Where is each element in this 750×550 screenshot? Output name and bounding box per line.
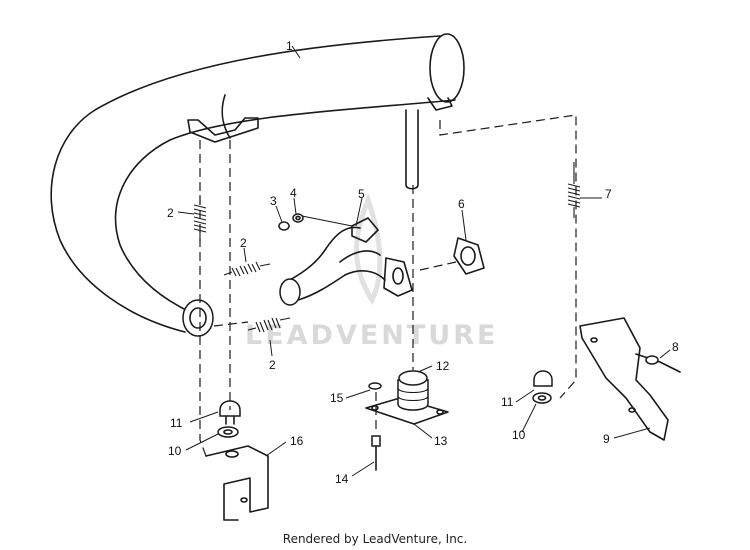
- alignment-lines: [199, 114, 577, 457]
- callout-4: 4: [290, 186, 297, 200]
- center-mount: [365, 370, 449, 471]
- callout-11-left: 11: [170, 416, 183, 430]
- callout-11-right: 11: [501, 395, 514, 409]
- callout-16: 16: [290, 434, 304, 448]
- nut-and-washer: [278, 213, 304, 231]
- callout-10-right: 10: [512, 428, 526, 442]
- callout-3: 3: [270, 194, 277, 208]
- springs: [193, 162, 581, 333]
- watermark: LEADVENTURE: [245, 192, 498, 351]
- muffler: [50, 33, 465, 337]
- callout-14: 14: [335, 472, 349, 486]
- callout-8: 8: [672, 340, 679, 354]
- callout-5: 5: [358, 187, 365, 201]
- callout-12: 12: [436, 359, 450, 373]
- callout-15: 15: [330, 391, 344, 405]
- footer-credit: Rendered by LeadVenture, Inc.: [282, 532, 468, 546]
- callout-13: 13: [434, 434, 448, 448]
- exhaust-manifold: [279, 217, 413, 306]
- left-mount: [205, 400, 269, 521]
- leader-lines: [177, 45, 671, 477]
- right-mount: [532, 317, 681, 441]
- callout-6: 6: [458, 197, 465, 211]
- gasket: [453, 237, 485, 275]
- callouts: 1 2 2 2 3 4 5 6 7 8 9 10 10 11 11 12 13 …: [167, 39, 679, 486]
- callout-7: 7: [605, 187, 612, 201]
- callout-10-left: 10: [168, 444, 182, 458]
- callout-2-lower: 2: [269, 358, 276, 372]
- callout-9: 9: [603, 432, 610, 446]
- callout-2-middle: 2: [240, 236, 247, 250]
- watermark-text: LEADVENTURE: [245, 320, 498, 351]
- callout-1: 1: [286, 39, 293, 53]
- callout-2-upper: 2: [167, 206, 174, 220]
